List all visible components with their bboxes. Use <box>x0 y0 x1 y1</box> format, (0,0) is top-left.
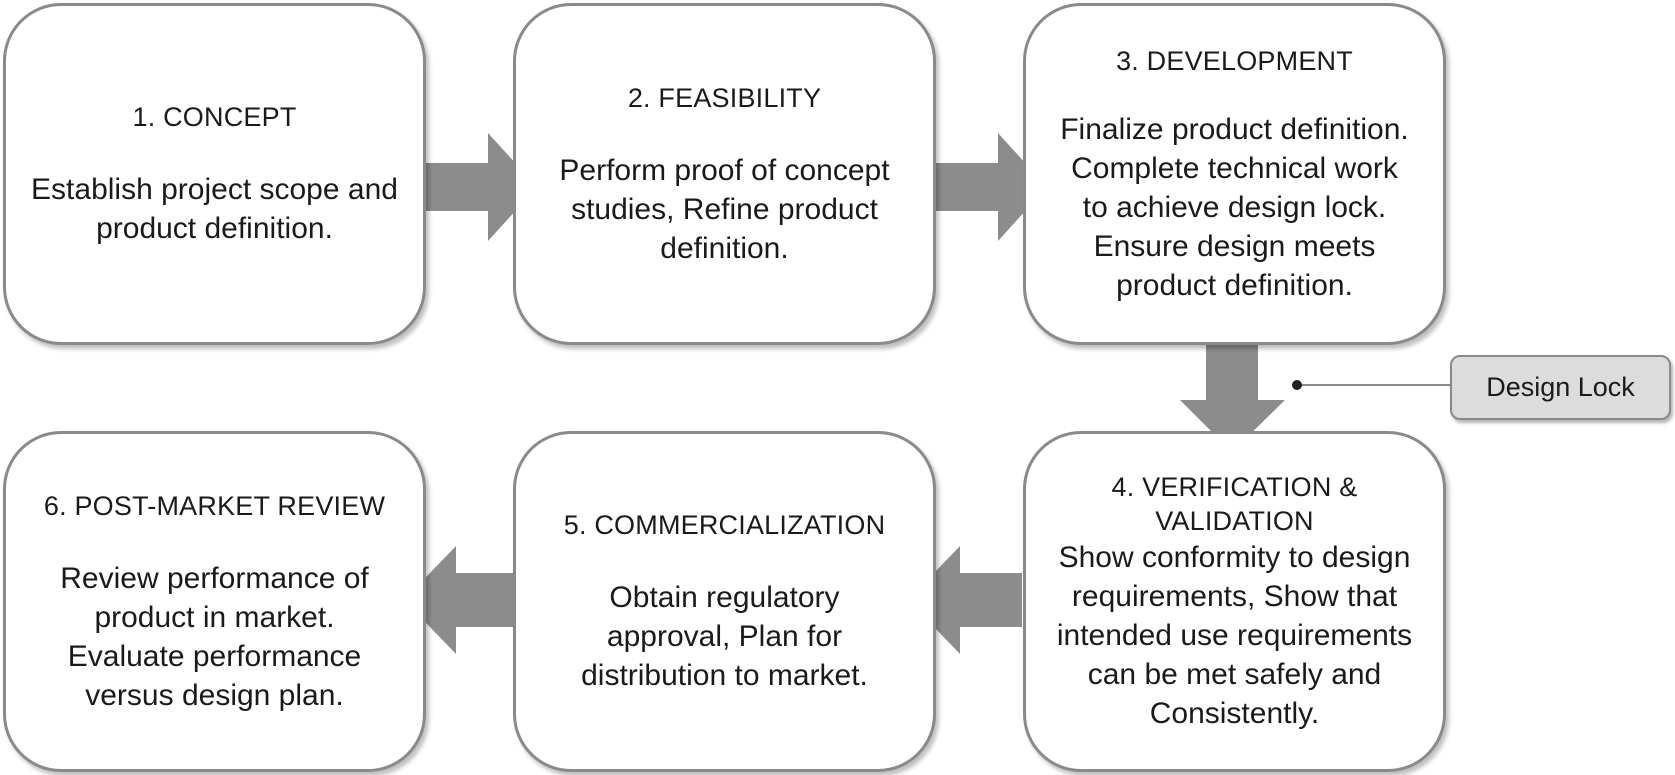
stage-commercialization: 5. COMMERCIALIZATION Obtain regulatory a… <box>513 431 936 772</box>
design-lock-pointer-dot <box>1292 380 1302 390</box>
stage-post-market-review: 6. POST-MARKET REVIEW Review performance… <box>3 431 426 772</box>
stage-description: Show conformity to design requirements, … <box>1056 541 1413 730</box>
stage-description: Perform proof of concept studies, Refine… <box>559 153 890 265</box>
stage-title: 5. COMMERCIALIZATION <box>563 510 886 540</box>
arrow-feasibility-to-development <box>935 133 1047 241</box>
stage-title: 4. VERIFICATION & VALIDATION <box>1111 472 1358 536</box>
arrow-commercialization-to-postmarket <box>404 546 518 654</box>
stage-title: 3. DEVELOPMENT <box>1116 45 1353 76</box>
stage-description: Finalize product definition. Complete te… <box>1060 112 1409 302</box>
stage-development: 3. DEVELOPMENT Finalize product definiti… <box>1023 3 1446 345</box>
stage-concept: 1. CONCEPT Establish project scope and p… <box>3 3 426 345</box>
stage-title: 2. FEASIBILITY <box>627 82 822 113</box>
stage-feasibility: 2. FEASIBILITY Perform proof of concept … <box>513 3 936 345</box>
stage-description: Review performance of product in market.… <box>60 561 369 712</box>
design-lock-callout: Design Lock <box>1450 355 1671 420</box>
arrow-development-to-verification <box>1180 342 1285 452</box>
stage-verification-validation: 4. VERIFICATION & VALIDATION Show confor… <box>1023 431 1446 772</box>
arrow-verification-to-commercialization <box>908 546 1022 654</box>
stage-description: Establish project scope and product defi… <box>31 173 398 245</box>
stage-title: 1. CONCEPT <box>132 102 297 132</box>
arrow-concept-to-feasibility <box>425 133 537 241</box>
stage-description: Obtain regulatory approval, Plan for dis… <box>581 581 868 692</box>
stage-title: 6. POST-MARKET REVIEW <box>43 490 386 521</box>
